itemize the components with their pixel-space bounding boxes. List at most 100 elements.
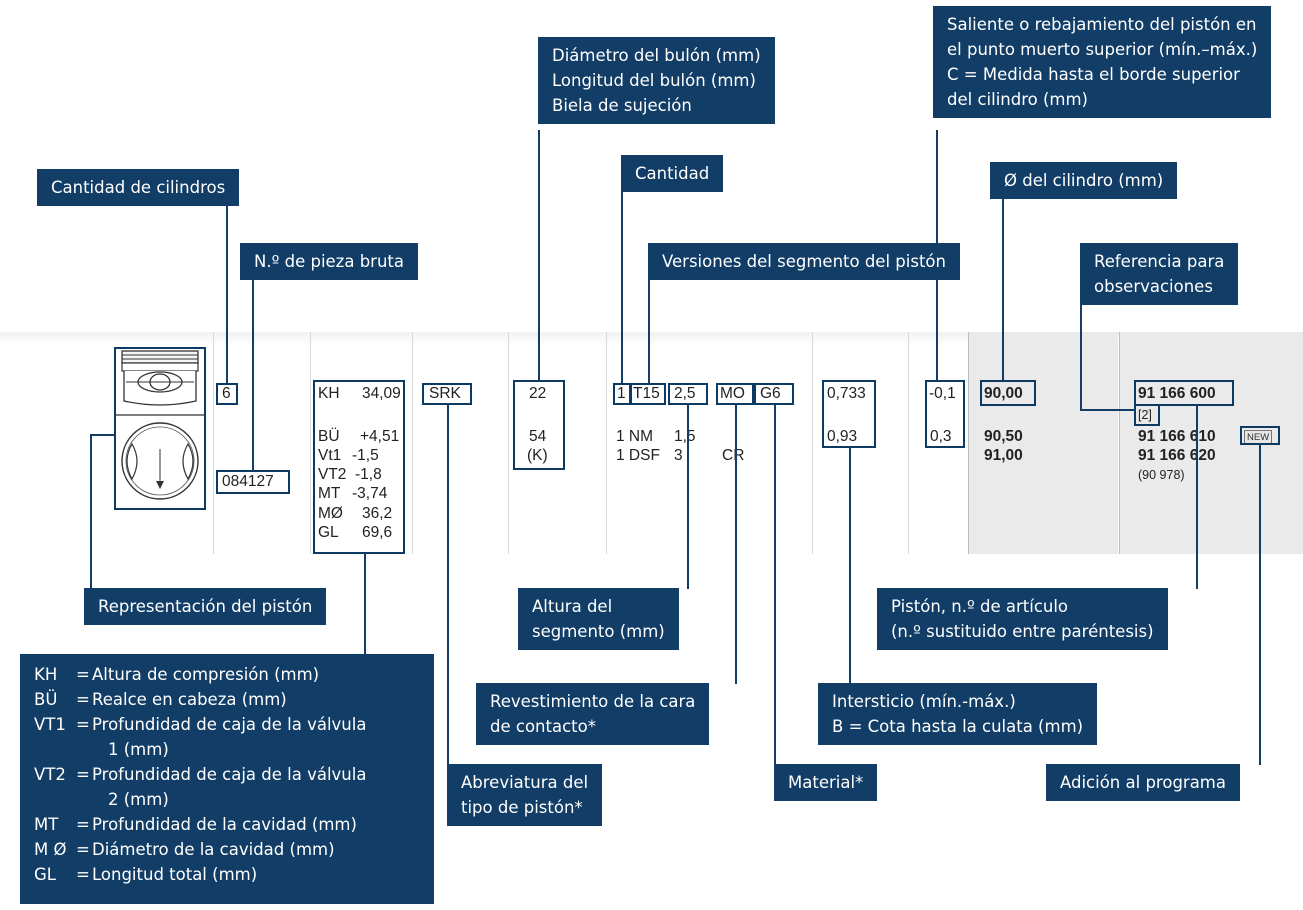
piston-drawing-frame bbox=[114, 347, 206, 510]
legend-abbr: MT bbox=[34, 815, 59, 834]
legend-abbr: GL bbox=[34, 865, 56, 884]
protrusion-box bbox=[925, 380, 965, 448]
ring-height-box bbox=[668, 383, 708, 405]
blank-no-box bbox=[216, 470, 290, 494]
legend-eq: = bbox=[76, 815, 90, 834]
spec-code: MT bbox=[318, 485, 341, 502]
legend-text: Profundidad de la cavidad (mm) bbox=[92, 815, 357, 834]
callout-addition: Adición al programa bbox=[1046, 764, 1240, 801]
column-divider bbox=[310, 332, 311, 554]
article-box bbox=[1134, 380, 1234, 406]
callout-material: Material* bbox=[774, 764, 878, 801]
legend-abbr: VT1 bbox=[34, 715, 66, 734]
callout-gap: Intersticio (mín.-máx.)B = Cota hasta la… bbox=[818, 683, 1098, 745]
bore-value: 90,00 bbox=[984, 385, 1023, 402]
article-value: 91 166 620 bbox=[1138, 447, 1216, 464]
coating-box bbox=[716, 383, 754, 405]
legend-box: KH = Altura de compresión (mm) BÜ = Real… bbox=[20, 654, 434, 904]
pin-diameter-value: 22 bbox=[529, 385, 547, 402]
spec-code: VT2 bbox=[318, 466, 347, 483]
coating3-value: CR bbox=[722, 447, 745, 464]
spec-code: GL bbox=[318, 524, 339, 541]
spec-value: 69,6 bbox=[362, 524, 393, 541]
connector-line bbox=[1259, 445, 1261, 765]
legend-eq: = bbox=[76, 765, 90, 784]
spec-value: -1,8 bbox=[355, 466, 382, 483]
ring3-height: 3 bbox=[674, 447, 683, 464]
protrusion-min-value: -0,1 bbox=[929, 385, 956, 402]
connector-line bbox=[687, 405, 689, 589]
superseded-value: (90 978) bbox=[1138, 468, 1185, 482]
legend-abbr: BÜ bbox=[34, 690, 58, 709]
gap-min-value: 0,733 bbox=[827, 385, 866, 402]
legend-abbr: M Ø bbox=[34, 840, 67, 859]
catalog-row bbox=[0, 332, 1303, 554]
pin-clamp-value: (K) bbox=[527, 447, 548, 464]
legend-eq: = bbox=[76, 840, 90, 859]
legend-text: Profundidad de caja de la válvula bbox=[92, 765, 367, 784]
spec-code: Vt1 bbox=[318, 447, 342, 464]
spec-code: KH bbox=[318, 385, 340, 402]
connector-line bbox=[648, 275, 650, 383]
callout-blank: N.º de pieza bruta bbox=[240, 243, 418, 280]
ring-type-box bbox=[630, 383, 666, 405]
spec-value: -1,5 bbox=[352, 447, 379, 464]
column-divider bbox=[908, 332, 909, 554]
legend-text: Longitud total (mm) bbox=[92, 865, 258, 884]
piston-illustration bbox=[116, 350, 204, 500]
callout-bore: Ø del cilindro (mm) bbox=[990, 162, 1178, 199]
callout-cylinders: Cantidad de cilindros bbox=[37, 169, 240, 206]
legend-text: Diámetro de la cavidad (mm) bbox=[92, 840, 335, 859]
connector-line bbox=[774, 405, 776, 765]
ring-type-value: T15 bbox=[633, 385, 660, 402]
legend-abbr: VT2 bbox=[34, 765, 66, 784]
column-divider bbox=[213, 332, 214, 554]
column-divider bbox=[508, 332, 509, 554]
callout-ring-versions: Versiones del segmento del pistón bbox=[648, 243, 960, 280]
spec-value: -3,74 bbox=[352, 485, 388, 502]
bore-column-bg bbox=[968, 332, 1118, 554]
cylinders-box bbox=[216, 383, 238, 405]
bore-value: 90,50 bbox=[984, 428, 1023, 445]
piston-type-value: SRK bbox=[429, 385, 461, 402]
connector-line bbox=[1002, 195, 1004, 380]
cylinders-value: 6 bbox=[222, 385, 231, 402]
connector-line bbox=[90, 434, 92, 590]
connector-line bbox=[447, 405, 449, 765]
pin-length-value: 54 bbox=[529, 428, 547, 445]
spec-value: +4,51 bbox=[360, 428, 400, 445]
remark-ref-box bbox=[1134, 404, 1160, 426]
ring2-value: 1 NM bbox=[616, 428, 654, 445]
legend-text: Profundidad de caja de la válvula bbox=[92, 715, 367, 734]
pin-box bbox=[513, 380, 565, 470]
article-value: 91 166 610 bbox=[1138, 428, 1216, 445]
material-box bbox=[754, 383, 794, 405]
callout-pin: Diámetro del bulón (mm)Longitud del buló… bbox=[538, 37, 775, 124]
spec-code: BÜ bbox=[318, 428, 340, 445]
connector-line bbox=[364, 554, 366, 655]
connector-line bbox=[1080, 300, 1082, 411]
ring2-height: 1,5 bbox=[674, 428, 696, 445]
callout-quantity: Cantidad bbox=[621, 155, 724, 192]
connector-line bbox=[735, 405, 737, 684]
column-divider bbox=[412, 332, 413, 554]
callout-piston-repr: Representación del pistón bbox=[84, 588, 327, 625]
bore-box bbox=[980, 380, 1036, 406]
connector-line bbox=[226, 201, 228, 383]
piston-type-box bbox=[422, 383, 472, 405]
spec-value: 36,2 bbox=[362, 505, 393, 522]
remark-ref-value: [2] bbox=[1138, 408, 1152, 422]
legend-text: 1 (mm) bbox=[108, 740, 169, 759]
spec-code: MØ bbox=[318, 505, 343, 522]
connector-line bbox=[90, 434, 116, 436]
column-divider bbox=[968, 332, 969, 554]
blank-no-value: 084127 bbox=[222, 473, 274, 490]
gap-max-value: 0,93 bbox=[827, 428, 858, 445]
coating-value: MO bbox=[720, 385, 745, 402]
legend-text: 2 (mm) bbox=[108, 790, 169, 809]
ring-height-value: 2,5 bbox=[674, 385, 696, 402]
